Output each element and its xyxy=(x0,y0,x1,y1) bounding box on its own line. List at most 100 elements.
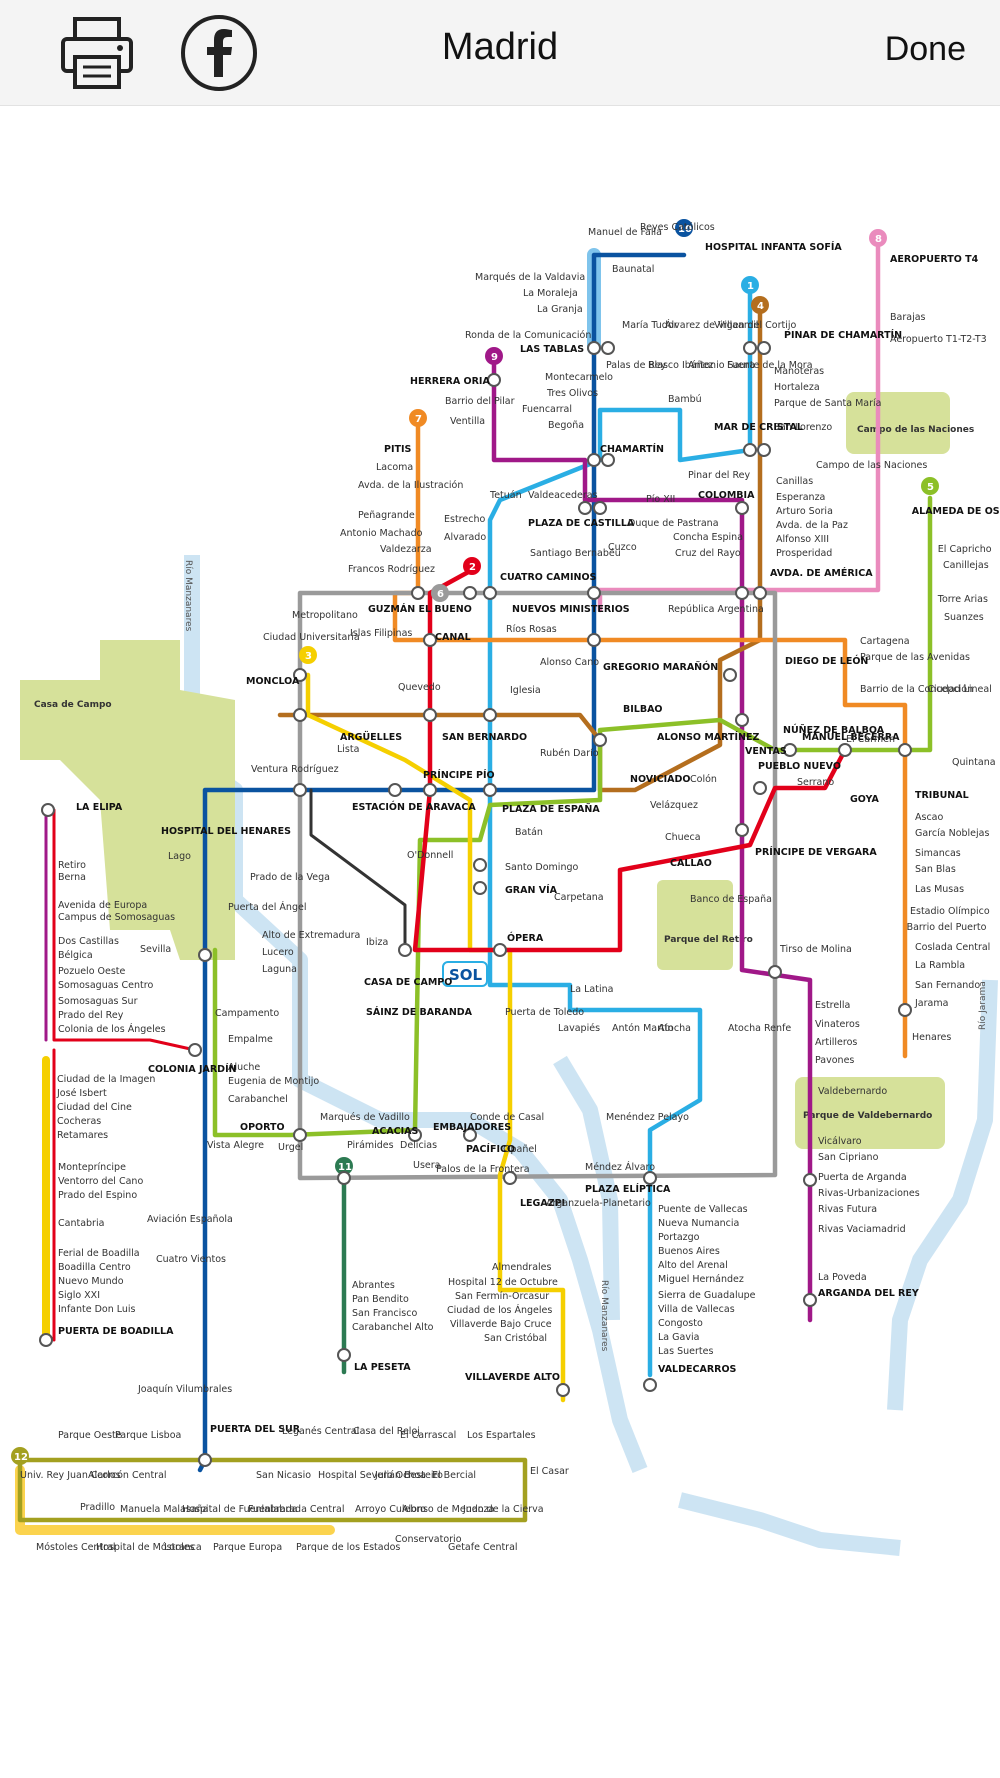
station-marker xyxy=(587,633,601,647)
station-marker xyxy=(463,1128,477,1142)
station-label: NOVICIADO xyxy=(630,774,690,785)
station-marker xyxy=(398,943,412,957)
station-label: Carabanchel Alto xyxy=(352,1322,434,1333)
page-title: Madrid xyxy=(441,26,559,68)
station-label: Palas de Rey xyxy=(606,360,666,371)
river-label-manzanares-south: Río Manzanares xyxy=(599,1280,609,1352)
station-marker xyxy=(483,783,497,797)
station-label: Prosperidad xyxy=(776,548,832,559)
station-label: Dos Castillas xyxy=(58,936,119,947)
station-label: Iglesia xyxy=(510,685,541,696)
line-1 xyxy=(487,282,753,1378)
station-label: Hospital Severo Ochoa xyxy=(318,1470,426,1481)
station-label: SÁINZ DE BARANDA xyxy=(366,1006,473,1018)
station-marker xyxy=(768,965,782,979)
station-marker xyxy=(483,708,497,722)
badges-layer: 10 1 4 8 9 7 5 2 6 3 11 12 xyxy=(11,219,939,1465)
station-label: ARGANDA DEL REY xyxy=(818,1288,919,1299)
station-label: Siglo XXI xyxy=(58,1290,100,1301)
station-marker xyxy=(293,668,307,682)
station-label: Atocha xyxy=(658,1023,691,1034)
station-label: Juan de la Cierva xyxy=(462,1504,544,1515)
station-label: La Latina xyxy=(570,984,613,995)
station-label: Manuel de Falla xyxy=(588,227,662,238)
station-label: PLAZA DE ESPAÑA xyxy=(502,804,600,815)
station-label: Barajas xyxy=(890,312,926,323)
metro-map-svg: Río Manzanares Río Manzanares Río Jarama… xyxy=(11,219,1000,1556)
station-label: Retiro xyxy=(58,860,86,871)
station-label: Colón xyxy=(690,774,717,785)
svg-text:9: 9 xyxy=(491,352,498,363)
station-label: Aeropuerto T1-T2-T3 xyxy=(890,334,987,345)
station-marker xyxy=(753,781,767,795)
station-label: Torre Arias xyxy=(937,594,988,605)
station-label: Bambú xyxy=(668,394,702,405)
done-button[interactable]: Done xyxy=(884,30,966,68)
station-label: Ciudad del Cine xyxy=(57,1102,132,1113)
station-marker xyxy=(337,1171,351,1185)
station-label: Pío XII xyxy=(646,494,675,505)
station-label: La Gavia xyxy=(658,1332,699,1343)
station-label: Canillejas xyxy=(943,560,989,571)
station-marker xyxy=(735,501,749,515)
station-label: Prado del Rey xyxy=(58,1010,124,1021)
badge-line-10: 10 xyxy=(675,219,693,237)
svg-text:1: 1 xyxy=(747,281,754,292)
station-label: El Carmen xyxy=(846,734,895,745)
print-button[interactable] xyxy=(54,10,140,96)
svg-text:3: 3 xyxy=(305,651,312,662)
station-marker xyxy=(473,858,487,872)
park-retiro xyxy=(657,880,733,970)
station-label: El Carrascal xyxy=(400,1430,456,1441)
stations-layer xyxy=(39,341,912,1467)
svg-text:2: 2 xyxy=(469,562,476,573)
station-label: Menéndez Pelayo xyxy=(606,1112,689,1123)
jarama-river xyxy=(887,979,998,1411)
station-label: Cuzco xyxy=(608,542,637,553)
station-label: Alto del Arenal xyxy=(658,1260,728,1271)
facebook-share-button[interactable] xyxy=(176,10,262,96)
station-label: Rubén Darío xyxy=(540,748,599,759)
station-label: La Rambla xyxy=(915,960,965,971)
park-campo-naciones xyxy=(846,392,950,454)
station-marker xyxy=(473,881,487,895)
station-label: LAS TABLAS xyxy=(520,344,584,355)
station-label: García Noblejas xyxy=(915,828,989,839)
station-label: Villaverde Bajo Cruce xyxy=(450,1319,552,1330)
station-label: Alonso de Mendoza xyxy=(402,1504,494,1515)
station-label: GRAN VÍA xyxy=(505,884,558,896)
river-label-jarama: Río Jarama xyxy=(978,981,988,1030)
station-label: Aviación Española xyxy=(147,1214,233,1225)
station-label: Ibiza xyxy=(366,937,388,948)
station-label: Cocheras xyxy=(57,1116,101,1127)
station-marker xyxy=(643,1378,657,1392)
station-label: Lacoma xyxy=(376,462,413,473)
station-label: HOSPITAL INFANTA SOFÍA xyxy=(705,241,842,253)
station-label: Ventorro del Cano xyxy=(58,1176,143,1187)
station-label: Manuela Malasaña xyxy=(120,1504,208,1515)
metro-map[interactable]: Río Manzanares Río Manzanares Río Jarama… xyxy=(0,106,1000,1556)
line-4 xyxy=(277,302,763,793)
station-label: El Bercial xyxy=(432,1470,476,1481)
station-label: TRIBUNAL xyxy=(915,790,969,801)
station-label: Metropolitano xyxy=(292,610,358,621)
station-label: LEGAZPI xyxy=(520,1198,565,1209)
station-label: VALDECARROS xyxy=(658,1364,737,1375)
station-label: Estadio Olímpico xyxy=(910,906,990,917)
station-label: Atocha Renfe xyxy=(728,1023,791,1034)
line-2 xyxy=(412,567,848,953)
station-label: Manoteras xyxy=(774,366,824,377)
station-label: Avenida de Europa xyxy=(58,900,147,911)
station-label: Ventilla xyxy=(450,416,485,427)
station-label: Parque Europa xyxy=(213,1542,282,1553)
sol-badge: SOL xyxy=(442,961,488,987)
station-label: Coslada Central xyxy=(915,942,990,953)
badge-line-11: 11 xyxy=(335,1157,353,1175)
station-marker xyxy=(423,708,437,722)
station-marker xyxy=(601,453,615,467)
station-label: Francos Rodríguez xyxy=(348,564,435,575)
station-label: SAN BERNARDO xyxy=(442,732,527,743)
station-label: Ciudad de los Ángeles xyxy=(447,1304,552,1316)
station-marker xyxy=(493,943,507,957)
